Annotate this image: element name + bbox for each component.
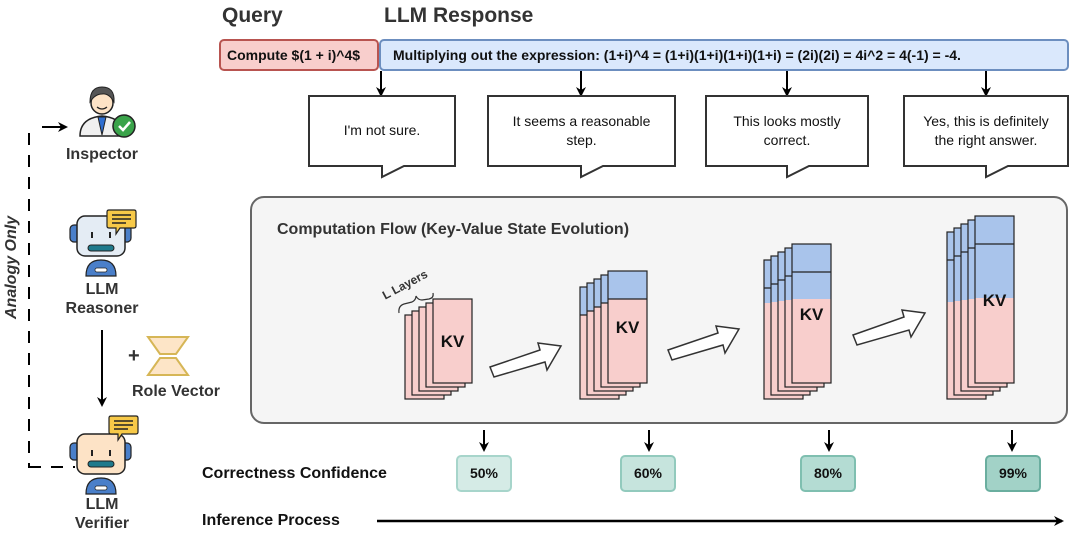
kv-stack-2: KV bbox=[579, 270, 648, 400]
query-box: Compute $(1 + i)^4$ bbox=[219, 39, 379, 71]
confidence-badge-4: 99% bbox=[985, 455, 1041, 492]
kv-layer-card bbox=[607, 270, 648, 384]
bubble-3-line2: correct. bbox=[763, 132, 811, 148]
kv-label: KV bbox=[616, 318, 640, 337]
inspector-person-check-icon bbox=[79, 86, 136, 138]
response-to-bubble-arrows bbox=[376, 71, 991, 97]
inference-process-label: Inference Process bbox=[202, 512, 340, 529]
bubble-2-line1: It seems a reasonable bbox=[512, 113, 651, 129]
reasoner-label-line2: Reasoner bbox=[65, 300, 139, 317]
layers-brace bbox=[398, 292, 434, 314]
speech-bubble-4 bbox=[903, 95, 1069, 179]
bubble-2-line2: step. bbox=[566, 132, 597, 148]
inspector-label: Inspector bbox=[65, 146, 138, 163]
speech-bubble-1 bbox=[308, 95, 456, 179]
reasoner-label-line1: LLM bbox=[85, 281, 119, 298]
bubble-text-4: Yes, this is definitely the right answer… bbox=[904, 112, 1068, 150]
confidence-badge-2: 60% bbox=[620, 455, 676, 492]
bubble-1-line1: I'm not sure. bbox=[343, 122, 421, 138]
flow-arrow-1 bbox=[489, 342, 563, 378]
role-vector-label: Role Vector bbox=[131, 383, 221, 400]
robot-verifier-icon bbox=[69, 415, 139, 495]
confidence-badge-1: 50% bbox=[456, 455, 512, 492]
verifier-label-line2: Verifier bbox=[74, 515, 130, 532]
analogy-dashed-bracket bbox=[28, 122, 75, 468]
kv-stack-3: KV bbox=[763, 243, 832, 400]
verifier-label-line1: LLM bbox=[85, 496, 119, 513]
bubble-3-line1: This looks mostly bbox=[733, 113, 841, 129]
kv-layer-card bbox=[432, 298, 473, 384]
robot-reasoner-icon bbox=[69, 209, 137, 277]
bubble-text-1: I'm not sure. bbox=[309, 121, 455, 140]
kv-layer-card bbox=[791, 243, 832, 384]
speech-bubble-3 bbox=[705, 95, 869, 179]
kv-stack-1: KV bbox=[404, 298, 473, 400]
kv-label: KV bbox=[441, 332, 465, 351]
response-box: Multiplying out the expression: (1+i)^4 … bbox=[379, 39, 1069, 71]
confidence-label: Correctness Confidence bbox=[202, 465, 387, 482]
flow-arrow-3 bbox=[852, 309, 927, 346]
kv-layer-card bbox=[974, 215, 1015, 384]
kv-label: KV bbox=[800, 305, 824, 324]
plus-sign: + bbox=[128, 345, 140, 367]
flow-arrow-2 bbox=[667, 325, 741, 361]
kv-stack-4: KV bbox=[946, 215, 1015, 400]
speech-bubble-2 bbox=[487, 95, 676, 179]
bubble-text-2: It seems a reasonable step. bbox=[488, 112, 675, 150]
bubble-4-line2: the right answer. bbox=[934, 132, 1038, 148]
bubble-text-3: This looks mostly correct. bbox=[706, 112, 868, 150]
bubble-4-line1: Yes, this is definitely bbox=[923, 113, 1049, 129]
computation-flow-panel bbox=[250, 196, 1068, 424]
query-heading: Query bbox=[222, 4, 283, 27]
verifier-label: LLM Verifier bbox=[52, 495, 152, 533]
computation-flow-title: Computation Flow (Key-Value State Evolut… bbox=[277, 221, 630, 238]
reasoner-label: LLM Reasoner bbox=[52, 280, 152, 318]
confidence-badge-3: 80% bbox=[800, 455, 856, 492]
hourglass-vector-icon bbox=[146, 336, 190, 376]
kv-label: KV bbox=[983, 291, 1007, 310]
response-heading: LLM Response bbox=[384, 4, 534, 27]
